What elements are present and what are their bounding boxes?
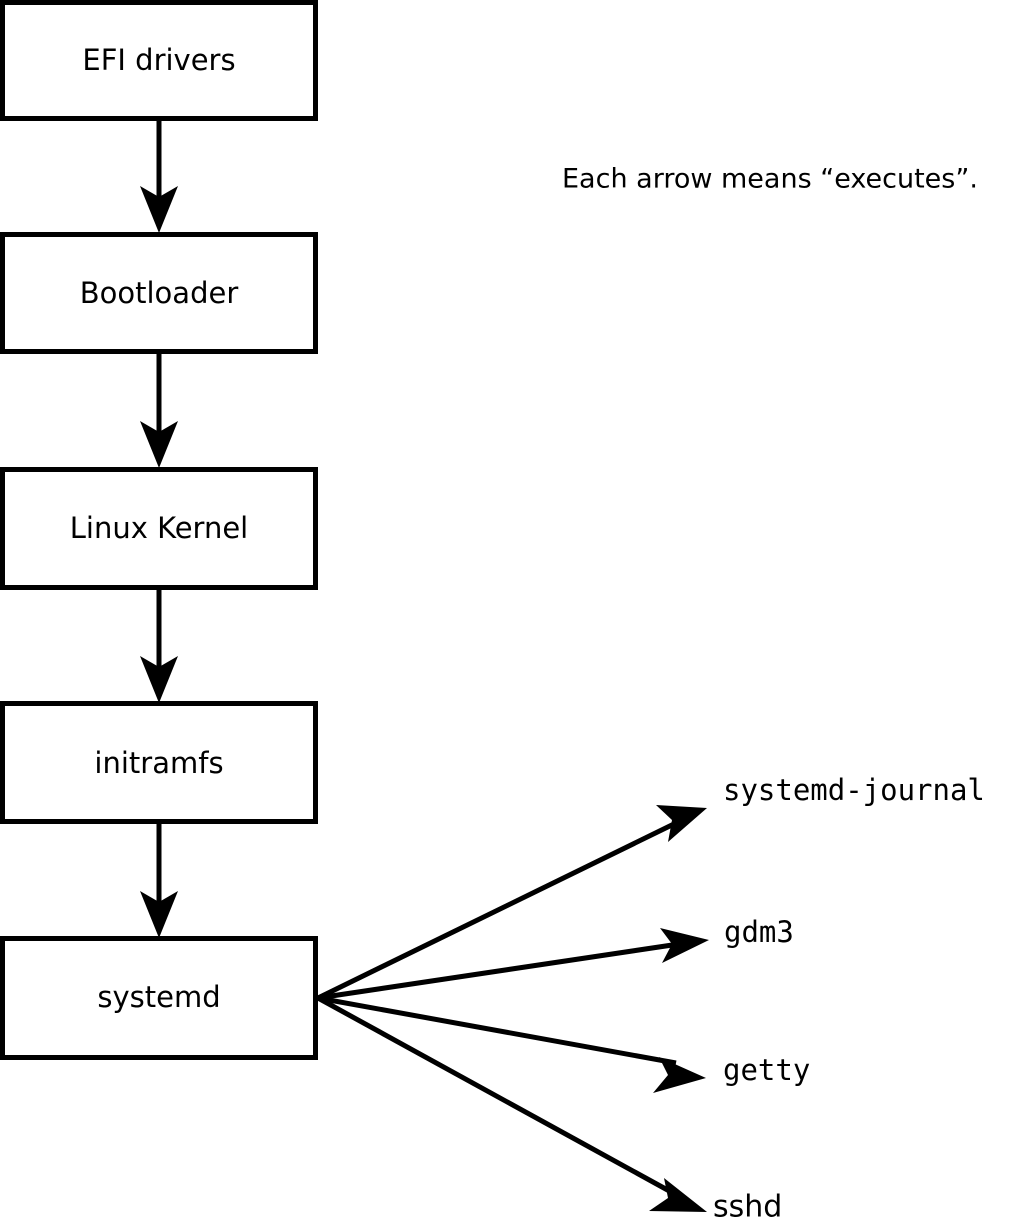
edge-line [316, 819, 680, 1001]
node-label: systemd [97, 980, 220, 1014]
edge-systemd-to-systemd-journal [316, 805, 707, 1001]
node-label: Bootloader [80, 276, 239, 310]
node-efi-drivers[interactable]: EFI drivers [0, 0, 318, 121]
legend-note: Each arrow means “executes”. [562, 164, 978, 195]
leaf-label-gdm3[interactable]: gdm3 [724, 915, 794, 949]
arrowhead-icon [653, 1057, 706, 1093]
edge-line [316, 995, 675, 1196]
edge-systemd-to-sshd [316, 995, 707, 1212]
arrowhead-icon [656, 805, 707, 842]
arrowhead-down-icon [140, 421, 178, 468]
edge-line [317, 941, 680, 1001]
arrowhead-icon [649, 1178, 707, 1212]
arrowhead-down-icon [140, 656, 178, 703]
edge-bootloader-to-linux-kernel [140, 352, 178, 468]
node-systemd[interactable]: systemd [0, 936, 318, 1060]
edge-line [317, 995, 677, 1066]
edge-initramfs-to-systemd [140, 822, 178, 938]
node-label: Linux Kernel [70, 511, 248, 545]
leaf-label-getty[interactable]: getty [723, 1053, 810, 1087]
edge-efi-drivers-to-bootloader [140, 118, 178, 233]
node-box [0, 0, 318, 121]
node-initramfs[interactable]: initramfs [0, 701, 318, 824]
node-bootloader[interactable]: Bootloader [0, 232, 318, 354]
edge-systemd-to-getty [317, 995, 706, 1093]
edge-systemd-to-gdm3 [317, 928, 709, 1001]
edge-linux-kernel-to-initramfs [140, 588, 178, 703]
node-linux-kernel[interactable]: Linux Kernel [0, 467, 318, 590]
leaf-label-sshd[interactable]: sshd [713, 1190, 782, 1225]
arrowhead-icon [660, 928, 709, 963]
leaf-label-systemd-journal[interactable]: systemd-journal [723, 773, 985, 807]
node-label: EFI drivers [82, 43, 235, 77]
arrowhead-down-icon [140, 186, 178, 233]
node-label: initramfs [94, 746, 223, 780]
node-box [0, 701, 318, 824]
arrowhead-down-icon [140, 891, 178, 938]
node-box [0, 936, 318, 1060]
node-box [0, 467, 318, 590]
node-box [0, 232, 318, 354]
